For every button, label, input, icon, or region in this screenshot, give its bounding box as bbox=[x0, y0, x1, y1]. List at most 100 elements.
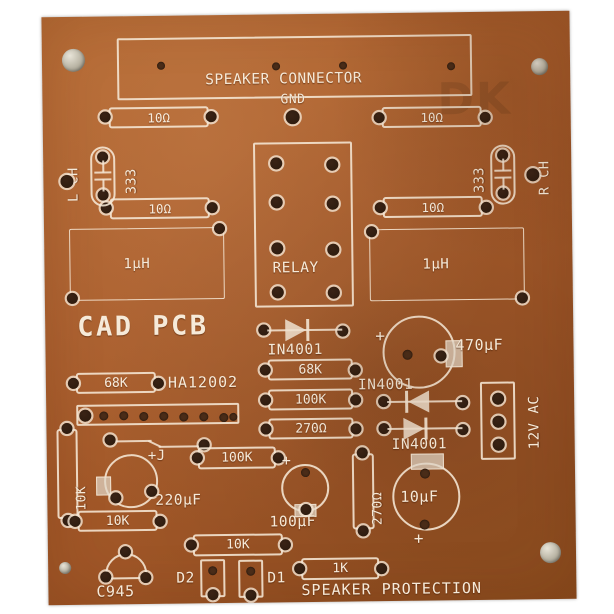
pad-10k-low-b bbox=[154, 515, 166, 527]
resistor-1k-bottom: 1K bbox=[301, 557, 380, 581]
ic-ha12002-label: HA12002 bbox=[167, 372, 239, 392]
pad-100k-mid-a bbox=[260, 394, 272, 406]
resistor-value: 10K bbox=[74, 485, 90, 511]
mounting-hole-bottom-left bbox=[59, 561, 72, 575]
resistor-value: 10Ω bbox=[148, 200, 172, 216]
function-label: SPEAKER PROTECTION bbox=[301, 578, 483, 600]
pad-d-in4001-top-b bbox=[337, 325, 349, 337]
pad-d1-a bbox=[246, 566, 256, 576]
pad-10k-low-a bbox=[69, 515, 81, 527]
pad-10uf-a bbox=[419, 468, 431, 479]
resistor-100k-mid: 100K bbox=[267, 388, 354, 411]
d-in4001-top-cathode bbox=[306, 318, 310, 342]
pad-inductor-left-a bbox=[213, 223, 226, 235]
pad-c945-base bbox=[119, 546, 132, 558]
d-in4001-top-body bbox=[285, 319, 307, 342]
right-channel-pad bbox=[526, 168, 540, 182]
resistor-68k-left: 68K bbox=[75, 371, 157, 394]
pad-d2-b bbox=[207, 589, 219, 601]
relay-pin-4 bbox=[326, 197, 339, 210]
resistor-10ohm-bottom-left: 10Ω bbox=[109, 197, 210, 220]
pad-100uf-a bbox=[300, 468, 311, 478]
relay-pin-5 bbox=[271, 242, 284, 255]
pad-100k-low-a bbox=[191, 452, 203, 464]
resistor-value: 100K bbox=[221, 450, 253, 466]
inductor-right-label: 1µH bbox=[422, 256, 450, 273]
cap-333-left-plate-1 bbox=[94, 171, 112, 174]
left-channel-pad bbox=[60, 174, 74, 189]
resistor-10ohm-top-right: 10Ω bbox=[381, 105, 482, 129]
resistor-10k-bottom: 10K bbox=[192, 533, 284, 557]
power-connector-pin-2 bbox=[492, 415, 505, 428]
resistor-270ohm-vertical: 270Ω bbox=[351, 453, 386, 530]
pad-100k-mid-b bbox=[350, 394, 362, 406]
pad-10ohm-tr-a bbox=[373, 112, 385, 124]
relay-pin-7 bbox=[271, 286, 284, 299]
d-in4001-right2-label: IN4001 bbox=[391, 436, 448, 453]
pad-270ohm-vert-a bbox=[356, 447, 368, 459]
gnd-label: GND bbox=[280, 92, 306, 108]
ic-pin-9 bbox=[229, 412, 238, 421]
pad-10ohm-br-b bbox=[480, 201, 492, 213]
pad-220uf-a bbox=[110, 492, 122, 504]
pad-10ohm-br-a bbox=[374, 202, 386, 214]
d-in4001-r1-cathode bbox=[405, 390, 409, 413]
ic-pin-3 bbox=[119, 411, 129, 421]
pad-68k-left-b bbox=[152, 377, 164, 389]
resistor-10k-vertical: 10K bbox=[56, 428, 89, 520]
resistor-value: 68K bbox=[104, 375, 128, 391]
pad-10ohm-bl-b bbox=[206, 202, 218, 214]
pad-10k-bottom-a bbox=[185, 539, 197, 551]
speaker-connector-pin-3 bbox=[338, 61, 348, 70]
resistor-value: 1K bbox=[332, 561, 349, 577]
cap-100uf-label: 100µF bbox=[269, 513, 316, 531]
power-connector-pin-3 bbox=[492, 438, 505, 451]
relay-pin-2 bbox=[326, 158, 339, 171]
right-channel-label: R CH bbox=[536, 160, 553, 196]
pad-d-in4001-r2-b bbox=[457, 424, 469, 436]
pad-10ohm-tl-b bbox=[205, 111, 217, 123]
speaker-connector-pin-1 bbox=[156, 61, 166, 70]
relay-pin-6 bbox=[327, 243, 340, 256]
d-in4001-top-label: IN4001 bbox=[267, 341, 324, 359]
jumper-kink bbox=[147, 440, 162, 448]
mounting-hole-bottom-right bbox=[539, 541, 562, 564]
diode-d1-label: D1 bbox=[267, 570, 286, 587]
brand-label: CAD PCB bbox=[77, 310, 209, 343]
pad-1k-b bbox=[376, 563, 388, 575]
resistor-value: 10Ω bbox=[421, 199, 445, 215]
pad-68k-mid-a bbox=[259, 364, 271, 376]
relay-label: RELAY bbox=[272, 259, 319, 277]
ic-pin-1 bbox=[79, 409, 92, 422]
relay-pin-3 bbox=[270, 196, 283, 209]
pad-270ohm-mid-a bbox=[260, 423, 272, 435]
d-in4001-r1-body bbox=[408, 390, 430, 413]
jumper-lead-left bbox=[109, 439, 152, 443]
speaker-connector-label: SPEAKER CONNECTOR bbox=[205, 70, 363, 89]
resistor-10ohm-top-left: 10Ω bbox=[108, 106, 209, 129]
pad-10k-vert-a bbox=[61, 422, 73, 435]
resistor-value: 10K bbox=[226, 537, 250, 553]
gnd-pad bbox=[285, 110, 300, 125]
ic-pin-4 bbox=[139, 411, 149, 422]
resistor-value: 270Ω bbox=[370, 491, 386, 526]
cap-333-right-plate-1 bbox=[494, 169, 512, 172]
cap-333-right-label: 333 bbox=[471, 166, 488, 194]
pad-jumper-a bbox=[104, 434, 116, 446]
pad-68k-left-a bbox=[67, 377, 79, 389]
cap-10uf-label: 10µF bbox=[400, 487, 439, 506]
resistor-value: 270Ω bbox=[295, 420, 327, 437]
pad-d-in4001-r1-b bbox=[457, 397, 469, 409]
pad-10ohm-tl-a bbox=[99, 111, 111, 123]
resistor-value: 100K bbox=[294, 391, 327, 408]
transistor-c945-label: C945 bbox=[96, 582, 135, 601]
resistor-10ohm-bottom-right: 10Ω bbox=[382, 195, 483, 219]
pad-68k-mid-b bbox=[349, 364, 361, 376]
pad-270ohm-mid-b bbox=[350, 423, 362, 435]
pad-inductor-left-b bbox=[66, 292, 78, 304]
speaker-connector-pin-4 bbox=[447, 62, 456, 71]
cap-10uf-plus: + bbox=[413, 528, 425, 548]
resistor-10k-low: 10K bbox=[77, 509, 158, 532]
pad-1k-a bbox=[294, 563, 306, 575]
